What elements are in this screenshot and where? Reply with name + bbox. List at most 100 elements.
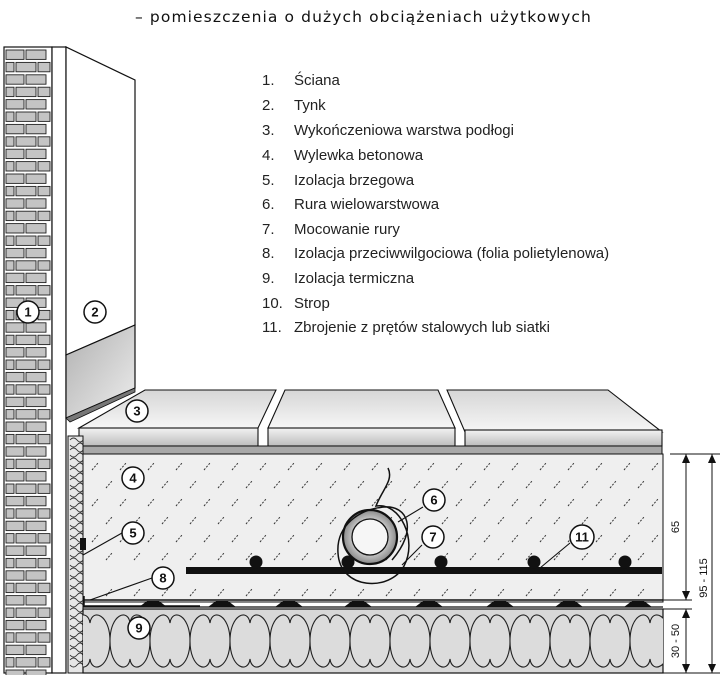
edge-insulation-texture [69, 617, 84, 623]
legend-number-7: 7. [262, 221, 275, 238]
floor-tiles [69, 389, 664, 455]
brick [5, 235, 15, 246]
brick [37, 458, 51, 470]
brick [5, 161, 15, 172]
screed-hatch-mark [301, 480, 309, 489]
screed-hatch-mark [329, 552, 337, 561]
insulation-cell [189, 614, 231, 668]
screed-hatch-mark [189, 588, 197, 597]
callout-3: 3 [125, 399, 149, 423]
callout-3-label: 3 [133, 404, 140, 419]
brick [5, 446, 25, 457]
screed-hatch-mark [385, 588, 393, 597]
brick [15, 433, 37, 445]
brick [15, 508, 37, 519]
screed-hatch-mark [511, 534, 519, 543]
brick-wall [3, 46, 53, 675]
brick [25, 322, 47, 333]
brick [5, 272, 25, 284]
brick [5, 347, 25, 358]
screed-hatch-mark [203, 534, 211, 543]
foil-spacer [275, 601, 303, 607]
brick [37, 334, 51, 346]
brick [15, 235, 37, 246]
foil-spacer [344, 601, 372, 607]
edge-insulation-texture [69, 457, 84, 463]
brick [15, 359, 37, 370]
edge-insulation-texture [69, 662, 84, 668]
brick [25, 595, 47, 606]
insulation-cell [629, 614, 663, 668]
screed-hatch-mark [497, 480, 505, 489]
screed-hatch-mark [105, 588, 113, 597]
screed-hatch-mark [329, 480, 337, 489]
legend-label-3: Wykończeniowa warstwa podłogi [294, 122, 514, 139]
screed-hatch-mark [385, 480, 393, 489]
thermal-insulation [82, 608, 664, 674]
screed-hatch-mark [259, 498, 267, 507]
insulation-cell [269, 614, 311, 668]
screed-hatch-mark [161, 516, 169, 525]
screed-hatch-mark [189, 480, 197, 489]
screed-hatch-mark [553, 552, 561, 561]
screed-hatch-mark [105, 516, 113, 525]
brick [5, 210, 15, 222]
screed-hatch-mark [273, 588, 281, 597]
screed-hatch-mark [189, 552, 197, 561]
screed-hatch-mark [637, 480, 645, 489]
brick [5, 322, 25, 333]
screed-hatch-mark [329, 516, 337, 525]
brick [25, 545, 47, 556]
brick [5, 198, 25, 209]
callout-8: 8 [151, 566, 175, 590]
screed-hatch-mark [581, 552, 589, 561]
brick [37, 508, 51, 519]
screed-hatch-mark [259, 462, 267, 471]
edge-insulation-texture [69, 602, 84, 608]
brick [5, 508, 15, 519]
brick [5, 570, 25, 581]
screed-hatch-mark [651, 534, 659, 543]
legend-label-7: Mocowanie rury [294, 221, 400, 238]
legend-number-3: 3. [262, 122, 275, 139]
insulation-cell [509, 614, 551, 668]
brick [5, 99, 25, 110]
screed-hatch-mark [637, 552, 645, 561]
brick [15, 185, 37, 197]
brick [15, 210, 37, 222]
legend-label-11: Zbrojenie z prętów stalowych lub siatki [294, 319, 550, 336]
screed-hatch-mark [581, 588, 589, 597]
screed-hatch-mark [231, 534, 239, 543]
screed-hatch-mark [301, 516, 309, 525]
brick [15, 61, 37, 73]
callout-5-label: 5 [129, 526, 136, 541]
brick [5, 136, 15, 147]
legend-label-1: Ściana [294, 71, 341, 89]
screed-hatch-mark [455, 462, 463, 471]
screed-hatch-mark [161, 480, 169, 489]
legend-number-10: 10. [262, 295, 283, 312]
brick [25, 148, 47, 160]
brick [5, 458, 15, 470]
brick [5, 260, 15, 271]
edge-insulation-texture [69, 472, 84, 478]
screed-hatch-mark [497, 588, 505, 597]
brick [15, 384, 37, 395]
brick [15, 632, 37, 643]
edge-insulation-texture [69, 647, 84, 653]
brick [37, 285, 51, 296]
legend-label-10: Strop [294, 295, 330, 312]
edge-insulation-texture [69, 477, 84, 483]
foil-spacer [208, 601, 236, 607]
edge-insulation-texture [69, 512, 84, 518]
edge-insulation-texture [69, 567, 84, 573]
legend-label-5: Izolacja brzegowa [294, 172, 415, 189]
brick [25, 347, 47, 358]
brick [5, 483, 15, 494]
brick [5, 123, 25, 135]
legend-label-4: Wylewka betonowa [294, 147, 424, 164]
callout-6: 6 [422, 488, 446, 512]
dimension-lines [662, 453, 720, 674]
screed-hatch-mark [525, 588, 533, 597]
